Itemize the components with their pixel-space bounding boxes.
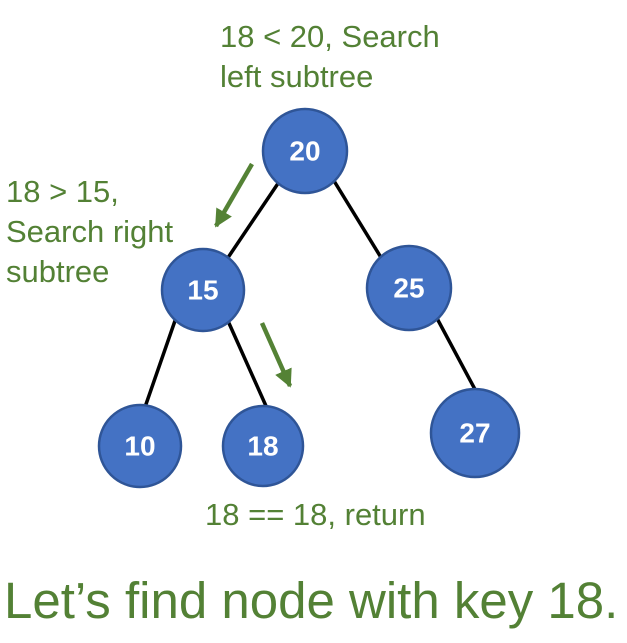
annotation-compare-left-child: 18 > 15, Search right subtree — [6, 174, 174, 289]
tree-nodes: 20 15 25 10 18 27 — [97, 107, 521, 489]
tree-node-label-15: 15 — [187, 275, 218, 306]
tree-node-label-27: 27 — [459, 418, 490, 449]
tree-node-circle-18 — [221, 404, 305, 488]
tree-node-label-10: 10 — [124, 431, 155, 462]
tree-edge-20-25 — [329, 175, 387, 265]
tree-node-circle-25 — [365, 244, 453, 332]
caption: Let’s find node with key 18. — [4, 572, 619, 629]
annotation-compare-root: 18 < 20, Search left subtree — [220, 19, 440, 94]
tree-node-circle-10 — [97, 403, 183, 489]
tree-edge-20-15 — [221, 178, 283, 266]
search-arrows — [214, 162, 293, 388]
annotation-match-return: 18 == 18, return — [205, 497, 426, 532]
arrow-20-to-15 — [214, 162, 254, 228]
tree-node-circle-15 — [160, 247, 246, 333]
arrow-15-to-18 — [259, 322, 293, 388]
tree-edge-15-18 — [222, 311, 268, 407]
tree-node-label-20: 20 — [289, 136, 320, 167]
tree-edge-15-10 — [142, 314, 179, 411]
tree-node-label-18: 18 — [247, 431, 278, 462]
tree-node-circle-27 — [429, 387, 521, 479]
tree-node-label-25: 25 — [393, 273, 424, 304]
tree-node-circle-20 — [261, 107, 349, 195]
